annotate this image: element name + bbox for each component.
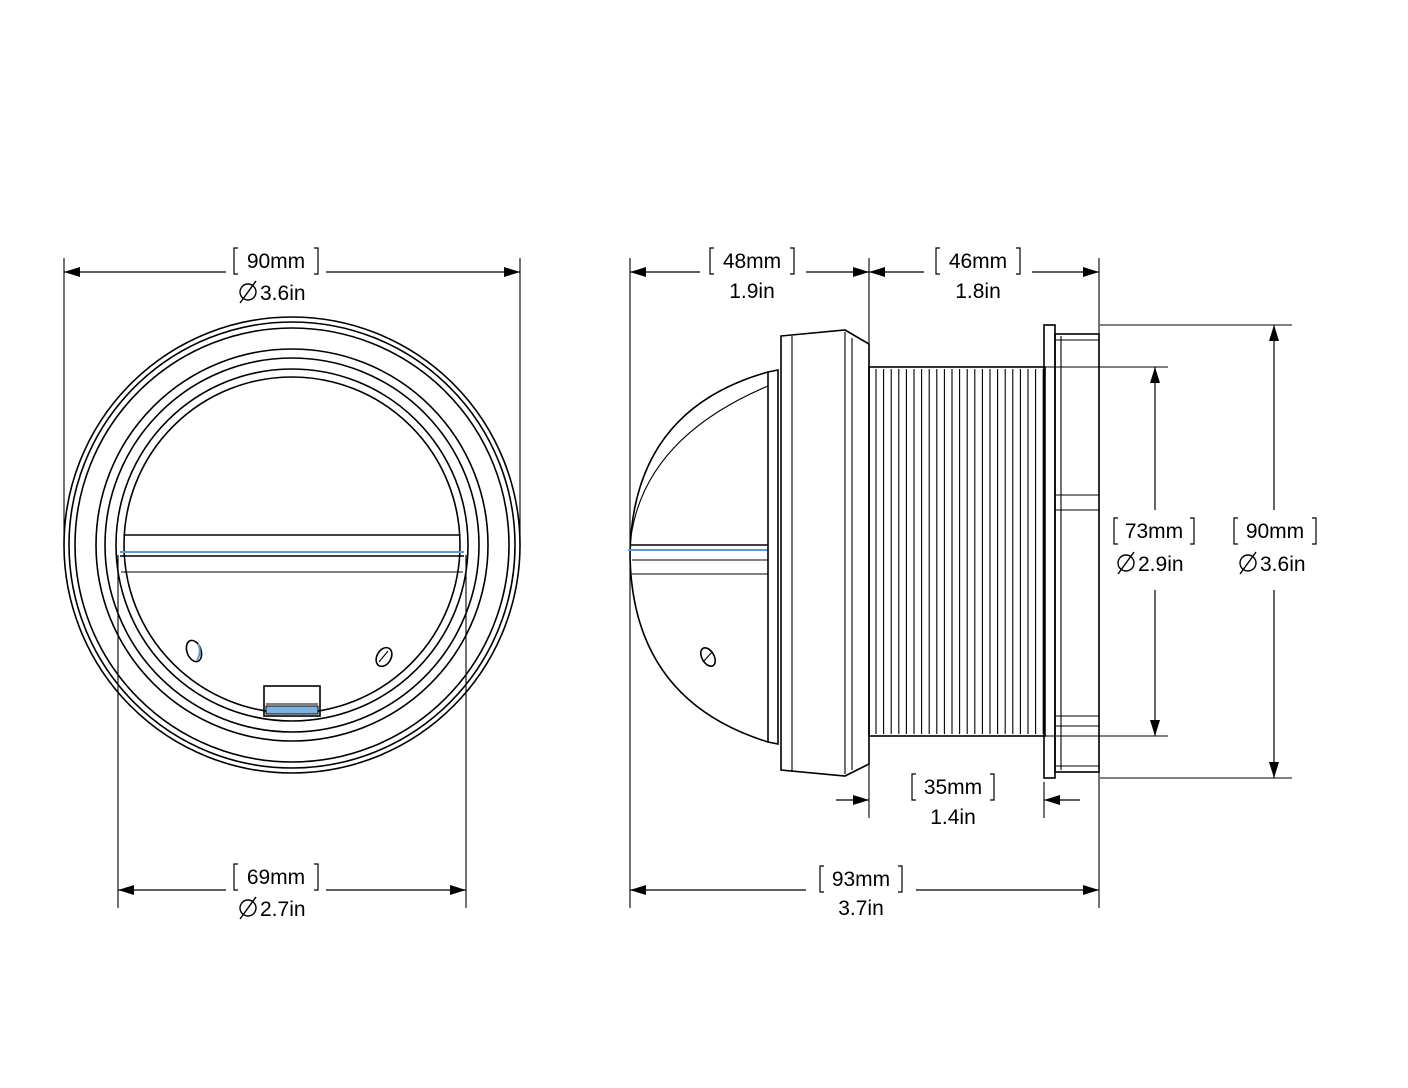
dimension-lines <box>64 267 1279 895</box>
front-view <box>63 258 521 908</box>
dim-usable-thread-imperial: 1.4in <box>930 806 976 829</box>
dim-label-total-length: 93mm 3.7in <box>819 865 903 920</box>
thread-lines <box>875 369 1044 734</box>
dim-total-length-imperial: 3.7in <box>838 897 884 920</box>
dim-front-inner-imperial: 2.7in <box>260 898 306 921</box>
dim-thread-diameter-metric: 73mm <box>1125 520 1183 543</box>
dim-total-length-metric: 93mm <box>832 868 890 891</box>
dim-front-outer-imperial: 3.6in <box>260 282 306 305</box>
dim-front-outer-metric: 90mm <box>247 250 305 273</box>
dim-thread-diameter-imperial: 2.9in <box>1138 553 1184 576</box>
dim-dome-length-imperial: 1.9in <box>729 280 775 303</box>
dim-flange-diameter-imperial: 3.6in <box>1260 553 1306 576</box>
dim-label-thread-diameter: 73mm 2.9in <box>1113 517 1195 576</box>
dim-label-thread-length: 46mm 1.8in <box>935 247 1021 303</box>
dim-usable-thread-metric: 35mm <box>924 776 982 799</box>
dim-thread-length-imperial: 1.8in <box>955 280 1001 303</box>
dim-label-front-inner: 69mm 2.7in <box>233 863 319 921</box>
dim-label-usable-thread: 35mm 1.4in <box>911 773 995 829</box>
dim-front-inner-metric: 69mm <box>247 866 305 889</box>
dim-thread-length-metric: 46mm <box>949 250 1007 273</box>
dim-label-dome-length: 48mm 1.9in <box>709 247 795 303</box>
dim-dome-length-metric: 48mm <box>723 250 781 273</box>
dim-label-flange-diameter: 90mm 3.6in <box>1233 517 1317 576</box>
side-view <box>628 258 1292 908</box>
dim-flange-diameter-metric: 90mm <box>1246 520 1304 543</box>
dim-label-front-outer: 90mm 3.6in <box>233 247 319 305</box>
